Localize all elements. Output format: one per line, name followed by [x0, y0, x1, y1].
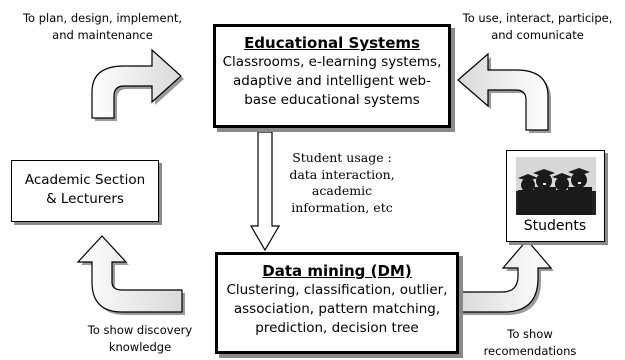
caption-line: To show [507, 327, 553, 341]
data-mining-line: Clustering, classification, outlier, [226, 282, 448, 298]
arrow-student-usage-down [249, 131, 281, 252]
caption-line: To show discovery [87, 323, 193, 337]
academic-line: & Lecturers [46, 191, 124, 207]
caption-line: recomendations [483, 344, 577, 358]
graduates-photo [516, 157, 596, 215]
academic-section-box: Academic Section & Lecturers [11, 160, 159, 222]
educational-systems-line: Classrooms, e-learning systems, [222, 54, 442, 70]
caption-use-interact: To use, interact, participe, and comunic… [450, 10, 625, 44]
student-usage-note: Student usage : data interaction, academ… [272, 150, 412, 216]
arrow-recommendations [457, 239, 554, 315]
caption-line: and comunicate [491, 28, 584, 42]
caption-recommendations: To show recomendations [460, 326, 600, 360]
caption-line: To use, interact, participe, [462, 11, 613, 25]
arrow-use-interact [457, 52, 551, 133]
student-usage-line: academic [311, 183, 373, 198]
caption-line: To plan, design, implement, [22, 11, 183, 25]
students-box: Students [506, 150, 605, 242]
student-usage-line: information, etc [291, 199, 393, 215]
caption-discovery-knowledge: To show discovery knowledge [60, 322, 220, 356]
data-mining-line: association, pattern matching, [233, 301, 441, 317]
student-usage-line: data interaction, [289, 166, 395, 182]
data-mining-box: Data mining (DM) Clustering, classificat… [215, 252, 459, 354]
arrow-discovery-knowledge [76, 235, 185, 315]
academic-line: Academic Section [24, 172, 146, 188]
educational-systems-box: Educational Systems Classrooms, e-learni… [213, 24, 451, 128]
students-label: Students [523, 218, 587, 234]
educational-systems-title: Educational Systems [244, 34, 420, 52]
educational-systems-line: adaptive and intelligent web- [233, 73, 431, 89]
data-mining-title: Data mining (DM) [262, 262, 412, 280]
educational-systems-line: base educational systems [244, 92, 420, 108]
arrow-plan-design [91, 48, 184, 121]
caption-line: knowledge [108, 340, 172, 354]
data-mining-line: prediction, decision tree [255, 320, 419, 336]
caption-line: and maintenance [52, 28, 153, 42]
caption-plan-design: To plan, design, implement, and maintena… [0, 10, 205, 44]
student-usage-line: Student usage : [292, 150, 392, 165]
